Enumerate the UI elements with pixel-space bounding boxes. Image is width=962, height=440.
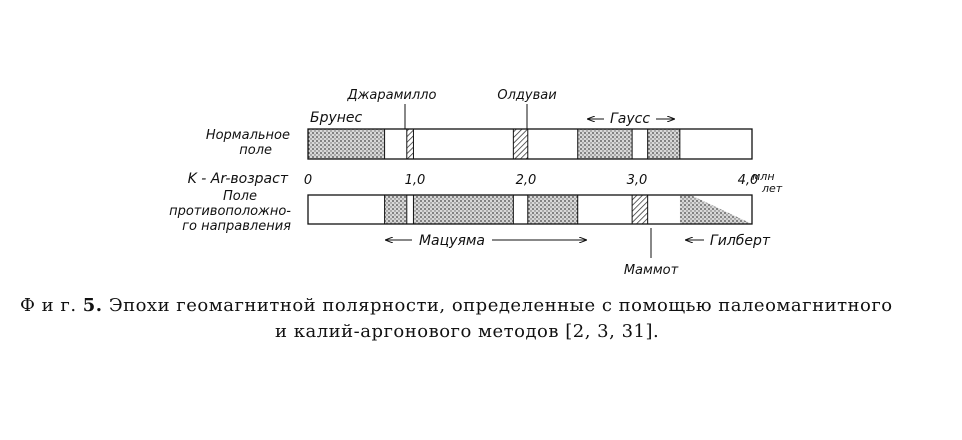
axis-label: K - Ar-возраст	[188, 171, 289, 187]
reversed-row-segment-1	[384, 194, 408, 225]
reversed-row-label-line-3: го направления	[182, 219, 291, 234]
caption-line-1: Ф и г. 5. Эпохи геомагнитной полярности,…	[20, 293, 893, 319]
normal-row-frame	[307, 128, 753, 160]
reversed-row-label-line-2: противоположно-	[169, 204, 291, 219]
axis-tick-label: 4,0	[738, 173, 759, 188]
axis-unit-line-2: лет	[761, 182, 783, 195]
olduvai-label: Олдуваи	[497, 88, 556, 103]
reversed-row-frame	[307, 194, 753, 225]
normal-polarity-bar	[307, 128, 753, 160]
normal-row-label-line-1: Нормальное	[206, 128, 290, 143]
reversed-row-segment-4	[631, 194, 649, 225]
caption-fig-number: 5.	[82, 295, 103, 316]
reversed-row-label-line-1: Поле	[223, 189, 257, 204]
reversed-row-segment-2	[412, 194, 514, 225]
reversed-row-segment-5	[679, 195, 752, 224]
gilbert-label: Гилберт	[710, 233, 771, 249]
normal-row-segment-5	[647, 128, 681, 160]
normal-row-segment-3	[512, 128, 529, 160]
axis-tick-label: 0	[304, 173, 312, 188]
brunhes-label: Брунес	[310, 110, 363, 126]
reversed-row-label: Поле противоположно- го направления	[169, 189, 291, 234]
mammoth-label: Маммот	[624, 263, 679, 278]
normal-row-segment-4	[577, 128, 633, 160]
caption-fig-label: Ф и г.	[20, 295, 77, 316]
reversed-polarity-bar	[307, 194, 753, 225]
normal-row-segment-2	[406, 128, 414, 160]
axis-tick-label: 3,0	[627, 173, 648, 188]
normal-row-segment-1	[307, 128, 386, 160]
gauss-label: Гаусс	[610, 111, 650, 127]
caption-line-2: и калий-аргонового методов [2, 3, 31].	[275, 321, 660, 342]
age-axis: 0 1,0 2,0 3,0 4,0	[304, 173, 758, 188]
matuyama-label: Мацуяма	[419, 233, 485, 249]
axis-tick-label: 2,0	[516, 173, 537, 188]
jaramillo-label: Джарамилло	[347, 88, 437, 103]
axis-tick-label: 1,0	[405, 173, 426, 188]
normal-row-label-line-2: поле	[239, 143, 272, 158]
normal-row-label: Нормальное поле	[206, 128, 290, 158]
caption-line-1-text: Эпохи геомагнитной полярности, определен…	[108, 295, 893, 316]
axis-unit-line-1: млн	[752, 170, 775, 183]
reversed-row-segment-3	[527, 194, 579, 225]
